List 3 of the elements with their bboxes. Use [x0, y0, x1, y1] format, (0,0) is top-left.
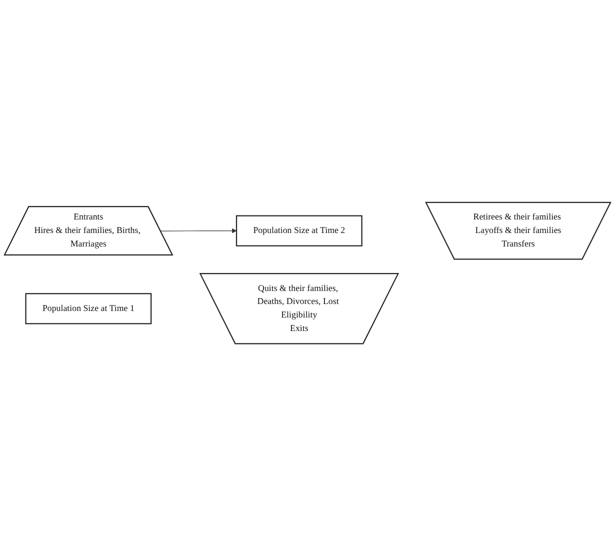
node-box: Population Size at Time 1: [25, 293, 152, 324]
arrow: [160, 228, 237, 234]
node-box: Population Size at Time 2: [236, 215, 362, 246]
